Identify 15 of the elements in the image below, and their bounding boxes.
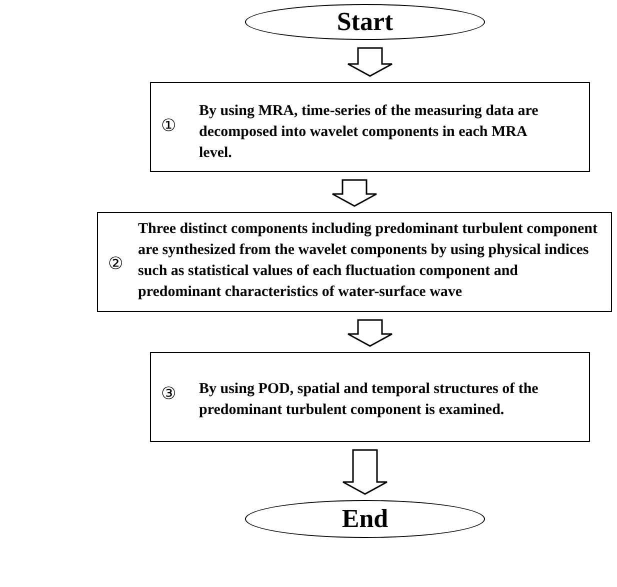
process-box	[97, 212, 612, 312]
step-description: By using POD, spatial and temporal structures of the predominant turbulent component is examined.	[199, 380, 540, 420]
step-number: ②	[108, 253, 123, 274]
terminal-label: Start	[336, 7, 394, 37]
block-arrow	[332, 179, 378, 207]
block-arrow	[342, 449, 388, 495]
block-arrow	[347, 47, 393, 77]
block-arrow	[347, 319, 393, 347]
step-description: Three distinct components including predominant turbulent component are synthesized from the wavelet components by using physical indices such as statistical values of each fluctuation component and predominant characteristics of water-surface wave	[138, 220, 598, 302]
step-number: ①	[161, 115, 176, 136]
terminal-label: End	[342, 504, 388, 534]
step-number: ③	[161, 383, 176, 404]
step-description: By using MRA, time-series of the measuring data are decomposed into wavelet components in each MRA level.	[199, 102, 540, 163]
process-box	[150, 82, 590, 172]
process-box	[150, 352, 590, 442]
